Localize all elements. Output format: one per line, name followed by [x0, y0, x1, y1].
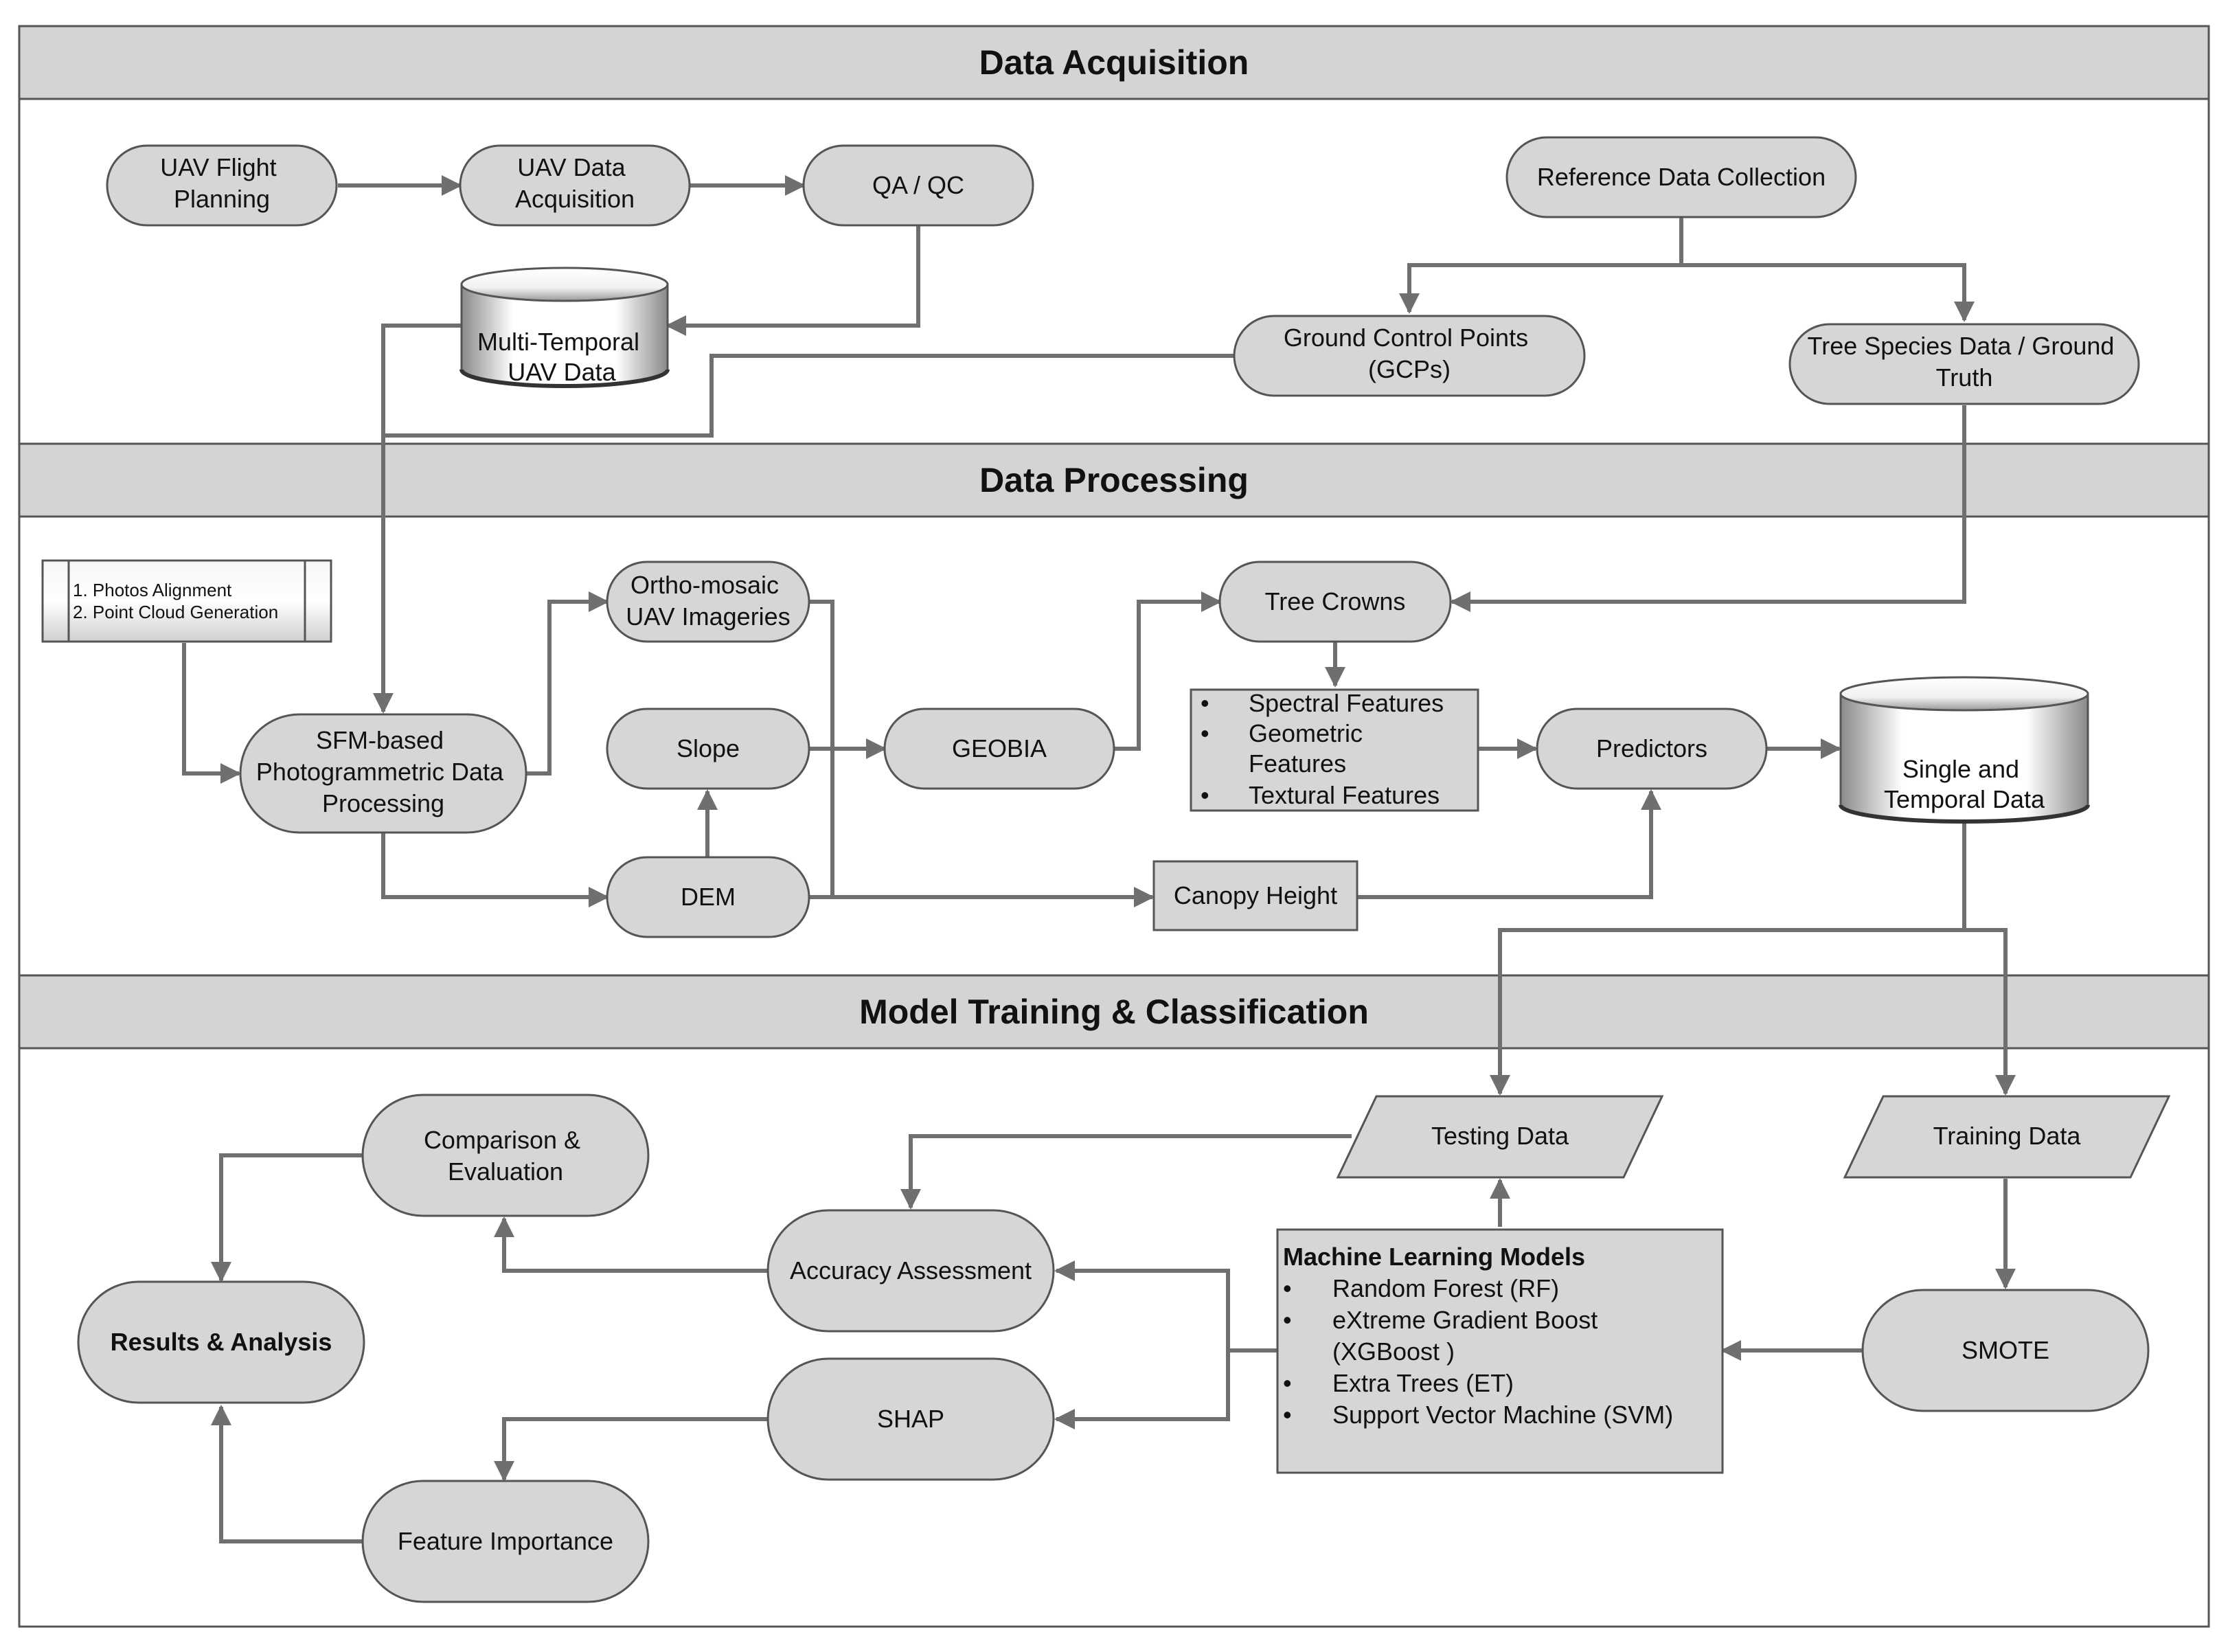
- arrow-steps-to-sfm: [182, 643, 241, 784]
- section-title-training: Model Training & Classification: [859, 993, 1369, 1031]
- arrow-sfm-to-orthomosaic: [526, 591, 609, 776]
- arrow-accuracy-to-comparison: [494, 1217, 768, 1273]
- arrow-temporal-to-testing: [1490, 819, 1966, 1096]
- node-predictors: [1536, 708, 1768, 790]
- node-dem: [606, 856, 810, 938]
- arrow-shap-to-importance: [494, 1417, 768, 1482]
- node-gcps: [1233, 315, 1586, 397]
- label-results: Results & Analysis: [111, 1328, 332, 1356]
- label-tree-crowns: Tree Crowns: [1265, 587, 1406, 615]
- node-photos-steps: [41, 559, 332, 643]
- label-gcps: Ground Control Points (GCPs): [1284, 324, 1535, 383]
- label-uav-data-acquisition: UAV Data Acquisition: [515, 153, 635, 213]
- arrow-species-to-crowns: [1450, 405, 1966, 612]
- label-feature-importance: Feature Importance: [398, 1527, 613, 1555]
- node-canopy-height: [1152, 860, 1359, 931]
- node-uav-data-acquisition: [459, 144, 691, 227]
- node-smote: [1861, 1289, 2150, 1412]
- node-uav-flight-planning: [106, 144, 338, 227]
- section-title-acquisition: Data Acquisition: [979, 43, 1249, 82]
- label-geobia: GEOBIA: [952, 734, 1047, 762]
- label-single-temporal: Single and Temporal Data: [1884, 755, 2045, 813]
- node-slope: [606, 708, 810, 790]
- node-results: [77, 1280, 365, 1404]
- node-qa-qc: [802, 144, 1034, 227]
- arrow-canopy-to-predictors: [1357, 789, 1661, 899]
- arrow-sfm-to-dem: [381, 833, 609, 907]
- label-multi-temporal: Multi-Temporal UAV Data: [477, 328, 646, 386]
- arrow-geobia-to-crowns: [1114, 591, 1222, 751]
- node-multi-temporal-cylinder: [459, 267, 670, 388]
- arrow-importance-to-results: [211, 1405, 363, 1543]
- section-title-processing: Data Processing: [979, 461, 1249, 499]
- label-sfm: SFM-based Photogrammetric Data Processin…: [256, 726, 510, 817]
- label-training-data: Training Data: [1933, 1122, 2082, 1150]
- arrow-temporal-to-training: [1964, 928, 2016, 1096]
- label-canopy-height: Canopy Height: [1174, 881, 1337, 909]
- arrow-qaqc-to-multitemporal: [666, 225, 920, 336]
- label-dem: DEM: [681, 883, 736, 911]
- node-accuracy: [766, 1209, 1055, 1333]
- node-testing-data: [1336, 1095, 1664, 1179]
- node-comparison: [361, 1094, 650, 1217]
- node-ml-models: [1276, 1228, 1724, 1474]
- label-shap: SHAP: [877, 1405, 944, 1433]
- label-predictors: Predictors: [1596, 734, 1707, 762]
- label-accuracy: Accuracy Assessment: [790, 1256, 1032, 1285]
- arrow-reference-to-species: [1681, 263, 1975, 322]
- node-geobia: [883, 708, 1115, 790]
- node-single-temporal-cylinder: [1839, 676, 2090, 824]
- arrow-testing-to-accuracy: [900, 1134, 1352, 1210]
- arrow-gcps-to-sfm: [383, 354, 1234, 438]
- node-training-data: [1843, 1095, 2171, 1179]
- node-tree-species: [1788, 323, 2140, 405]
- label-uav-flight-planning: UAV Flight Planning: [160, 153, 283, 213]
- node-labels: UAV Flight Planning UAV Data Acquisition…: [73, 153, 2122, 1555]
- label-reference-data: Reference Data Collection: [1537, 163, 1826, 191]
- arrow-reference-to-gcps: [1399, 217, 1683, 314]
- node-tree-crowns: [1218, 561, 1452, 643]
- label-orthomosaic: Ortho-mosaic UAV Imageries: [626, 571, 790, 631]
- label-photos-steps: 1. Photos Alignment 2. Point Cloud Gener…: [73, 580, 278, 622]
- label-comparison: Comparison & Evaluation: [424, 1126, 587, 1186]
- node-sfm: [239, 713, 527, 834]
- label-features: • Spectral Features • Geometric Features…: [1201, 689, 1451, 809]
- label-slope: Slope: [677, 734, 740, 762]
- node-feature-importance: [361, 1480, 650, 1603]
- arrow-ml-to-shap: [1054, 1350, 1230, 1429]
- label-ml-models: Machine Learning Models • Random Forest …: [1283, 1243, 1673, 1429]
- connectors: [182, 175, 2016, 1543]
- arrow-comparison-to-results: [211, 1153, 363, 1282]
- label-qa-qc: QA / QC: [872, 171, 964, 199]
- arrow-multitemporal-to-sfm: [373, 324, 462, 714]
- nodes: [41, 136, 2171, 1603]
- label-smote: SMOTE: [1962, 1336, 2049, 1364]
- node-shap: [766, 1357, 1055, 1481]
- label-tree-species: Tree Species Data / Ground Truth: [1808, 332, 2122, 392]
- node-orthomosaic: [606, 561, 810, 643]
- arrow-ml-to-accuracy: [1054, 1260, 1277, 1353]
- node-features: [1190, 688, 1479, 812]
- label-testing-data: Testing Data: [1431, 1122, 1569, 1150]
- node-reference-data: [1505, 136, 1857, 218]
